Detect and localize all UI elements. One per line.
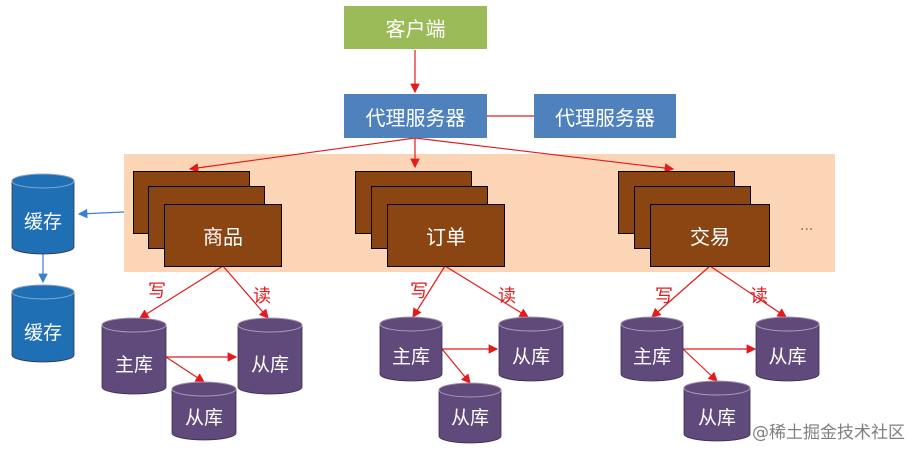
master-db-goods	[101, 317, 167, 395]
proxy-server-secondary: 代理服务器	[534, 94, 676, 138]
arrow-order-write	[412, 265, 446, 319]
service-goods-label: 商品	[203, 225, 243, 249]
arrow-goods-write	[138, 265, 224, 319]
client-node: 客户端	[344, 6, 487, 49]
master-db-order	[379, 316, 443, 382]
read-label-order: 读	[498, 286, 516, 307]
service-order: 订单	[387, 204, 505, 267]
cache-cylinder-2	[11, 284, 75, 363]
arrow-goods-repl-2	[165, 356, 206, 383]
master-db-label-trade: 主库	[632, 346, 671, 368]
arrow-trade-write	[651, 265, 711, 318]
master-db-trade	[620, 316, 684, 382]
slave-db-label-goods-2: 从库	[184, 407, 223, 429]
proxy-label: 代理服务器	[365, 105, 466, 130]
arrow-order-read	[444, 265, 530, 318]
more-services-ellipsis: ...	[800, 218, 814, 234]
slave-db-label-goods-1: 从库	[250, 354, 289, 376]
service-goods: 商品	[164, 204, 282, 267]
cache-label-1: 缓存	[23, 211, 62, 233]
service-trade-label: 交易	[690, 225, 730, 249]
arrow-proxy-goods	[188, 137, 416, 173]
write-label-order: 写	[410, 281, 428, 302]
slave-db-label-trade-1: 从库	[768, 346, 807, 368]
arrow-proxy-trade	[414, 137, 675, 173]
master-db-label-goods: 主库	[114, 354, 153, 376]
master-db-label-order: 主库	[391, 346, 430, 368]
read-label-trade: 读	[750, 286, 768, 307]
read-label-goods: 读	[253, 286, 271, 307]
arrow-order-repl-2	[441, 348, 471, 384]
slave-db-goods-1	[237, 317, 303, 395]
proxy-server-main: 代理服务器	[344, 94, 487, 138]
cache-label-2: 缓存	[23, 322, 62, 344]
slave-db-label-order-2: 从库	[450, 407, 489, 429]
arrow-service-cache	[77, 208, 125, 219]
write-label-trade: 写	[655, 286, 673, 307]
slave-db-label-order-1: 从库	[511, 346, 550, 368]
slave-db-goods-2	[171, 381, 237, 441]
arrow-trade-read	[709, 265, 787, 318]
watermark-text: @稀土掘金技术社区	[752, 423, 905, 443]
arrow-goods-read	[222, 265, 269, 319]
client-label: 客户端	[385, 17, 446, 41]
service-trade: 交易	[650, 204, 770, 267]
slave-db-label-trade-2: 从库	[697, 407, 736, 429]
slave-db-trade-2	[683, 380, 751, 442]
slave-db-order-2	[438, 382, 502, 444]
arrow-trade-repl-2	[682, 348, 718, 382]
write-label-goods: 写	[148, 281, 166, 302]
slave-db-trade-1	[755, 316, 820, 382]
slave-db-order-1	[498, 316, 564, 382]
cache-cylinder-1	[11, 173, 75, 255]
service-order-label: 订单	[426, 225, 466, 249]
proxy-label: 代理服务器	[555, 105, 655, 130]
